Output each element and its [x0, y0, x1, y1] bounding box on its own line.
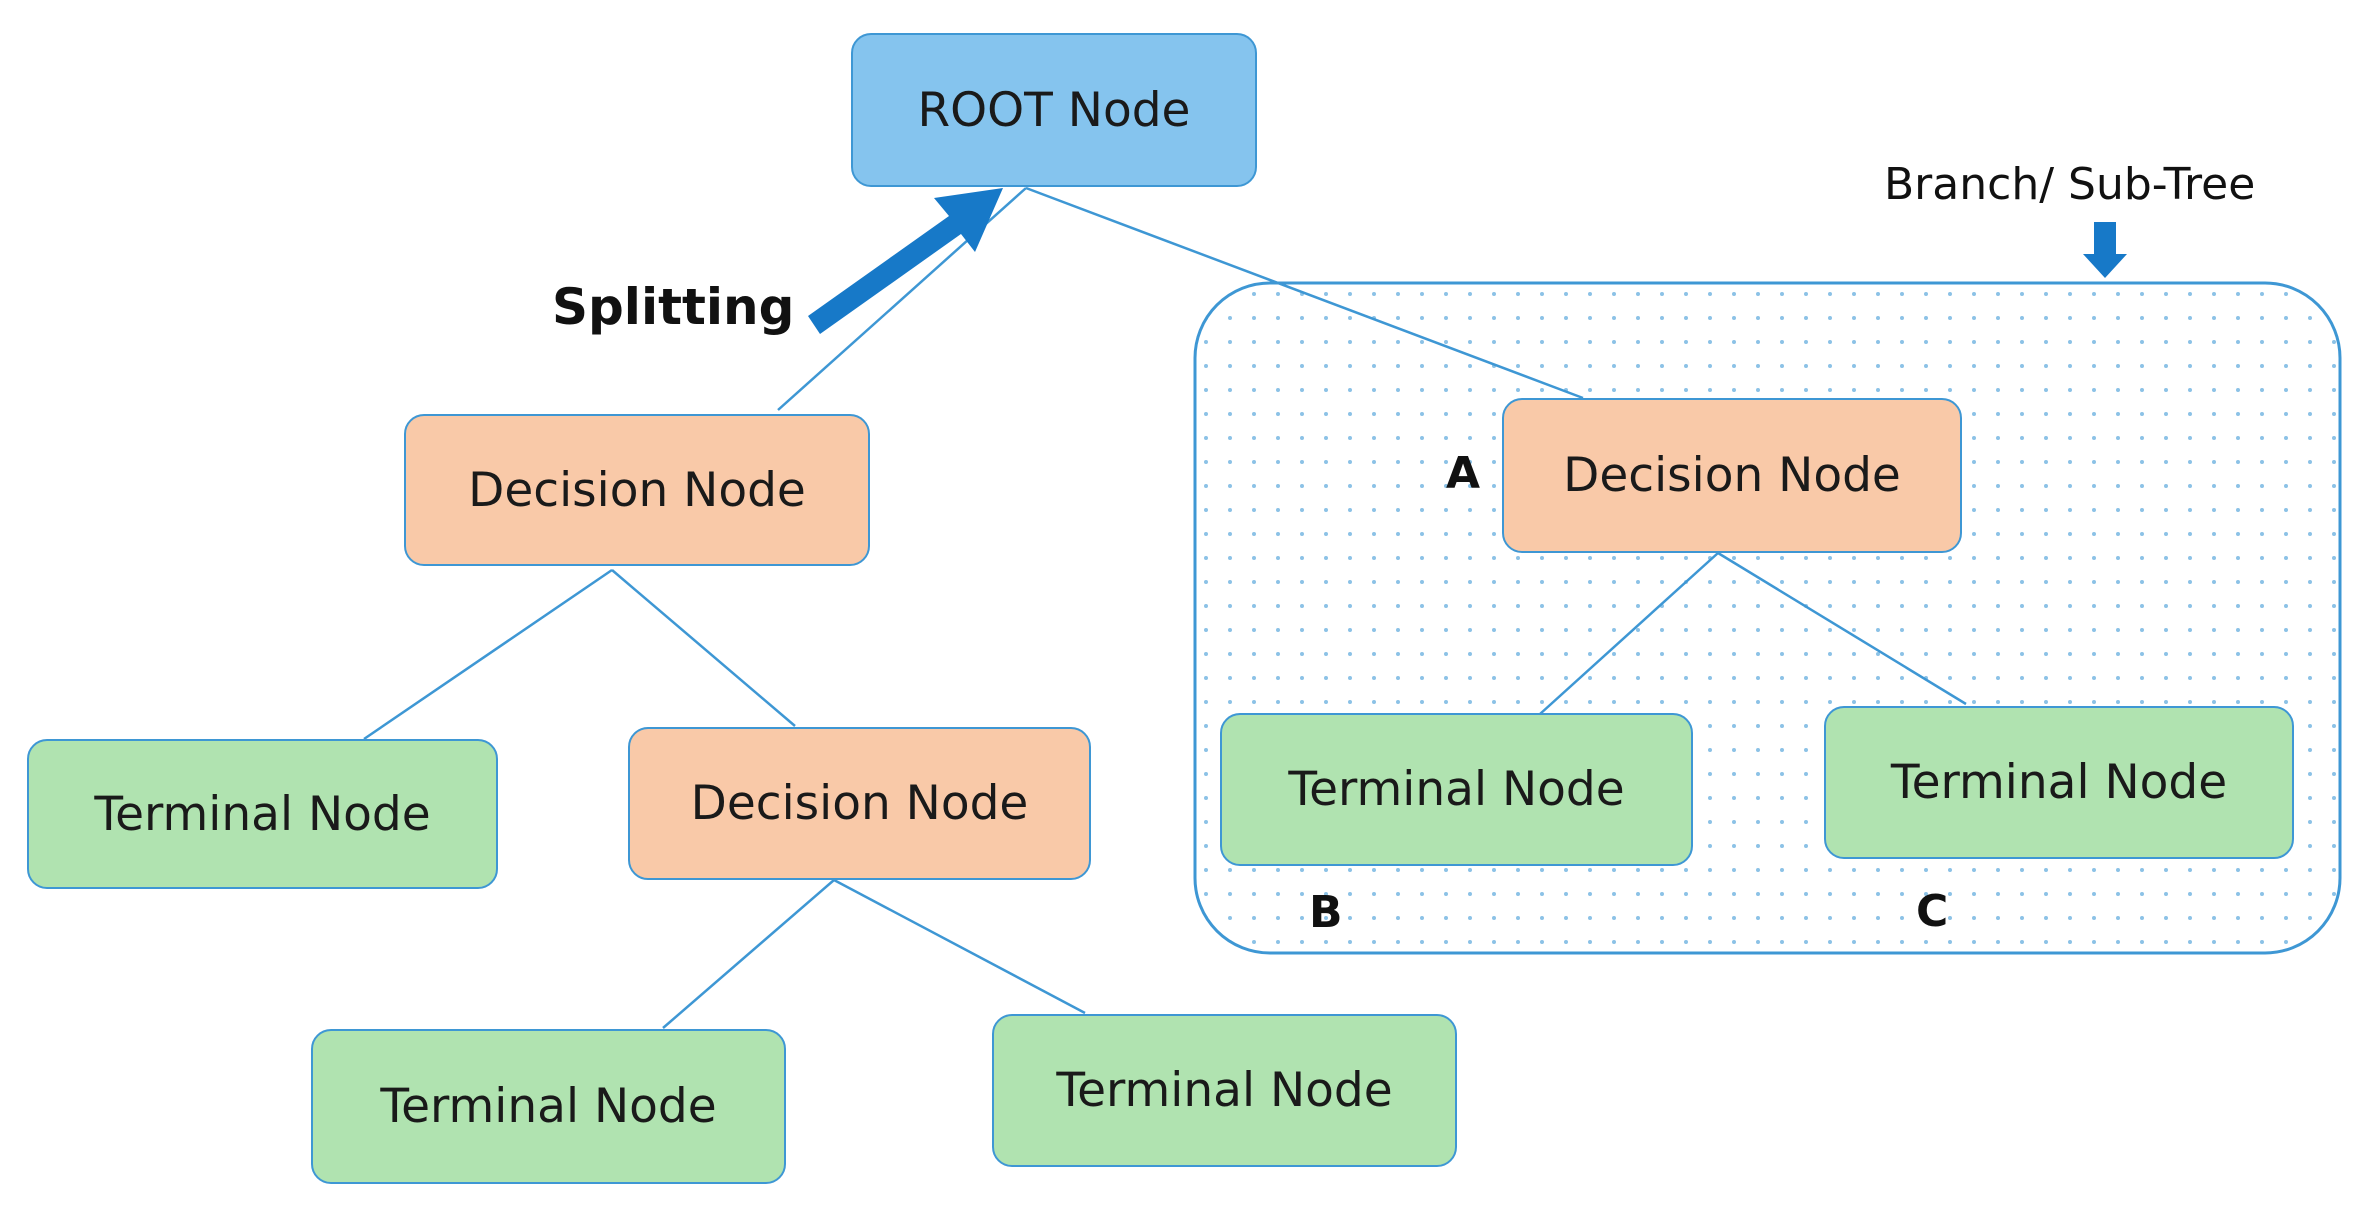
left-decision-node-label: Decision Node — [468, 462, 806, 518]
edge-root-to-subtree-decision — [1025, 186, 1584, 400]
left-terminal-node: Terminal Node — [27, 739, 498, 889]
edge-left-decision-to-left-terminal — [363, 568, 613, 741]
subtree-decision-node-label: Decision Node — [1563, 448, 1901, 503]
marker-a: A — [1446, 448, 1481, 499]
bottom-terminal-left-node: Terminal Node — [311, 1029, 786, 1184]
edge-subtree-decision-to-terminal-b — [1539, 552, 1719, 715]
root-node-label: ROOT Node — [917, 82, 1191, 138]
branch-subtree-label: Branch/ Sub-Tree — [1884, 159, 2256, 210]
edge-subtree-decision-to-terminal-c — [1717, 551, 1967, 706]
splitting-label: Splitting — [552, 278, 795, 336]
subtree-decision-node: Decision Node — [1502, 398, 1962, 553]
edge-mid-decision-to-bottom-terminal-right — [833, 878, 1086, 1015]
mid-decision-node-label: Decision Node — [690, 776, 1029, 831]
edge-root-to-left-decision — [777, 187, 1027, 411]
left-decision-node: Decision Node — [404, 414, 870, 566]
root-node: ROOT Node — [851, 33, 1257, 187]
bottom-terminal-right-node: Terminal Node — [992, 1014, 1457, 1167]
subtree-terminal-b-node: Terminal Node — [1220, 713, 1693, 866]
subtree-terminal-b-node-label: Terminal Node — [1288, 762, 1625, 817]
mid-decision-node: Decision Node — [628, 727, 1091, 880]
bottom-terminal-right-node-label: Terminal Node — [1056, 1063, 1393, 1118]
edge-mid-decision-to-bottom-terminal-left — [662, 879, 835, 1029]
marker-c: C — [1916, 886, 1949, 937]
branch-arrow — [2083, 222, 2127, 278]
marker-b: B — [1309, 887, 1343, 938]
subtree-terminal-c-node: Terminal Node — [1824, 706, 2294, 859]
subtree-terminal-c-node-label: Terminal Node — [1890, 755, 2228, 810]
left-terminal-node-label: Terminal Node — [94, 786, 431, 842]
splitting-arrow — [808, 188, 1003, 334]
bottom-terminal-left-node-label: Terminal Node — [380, 1079, 717, 1134]
edge-left-decision-to-mid-decision — [611, 569, 796, 727]
